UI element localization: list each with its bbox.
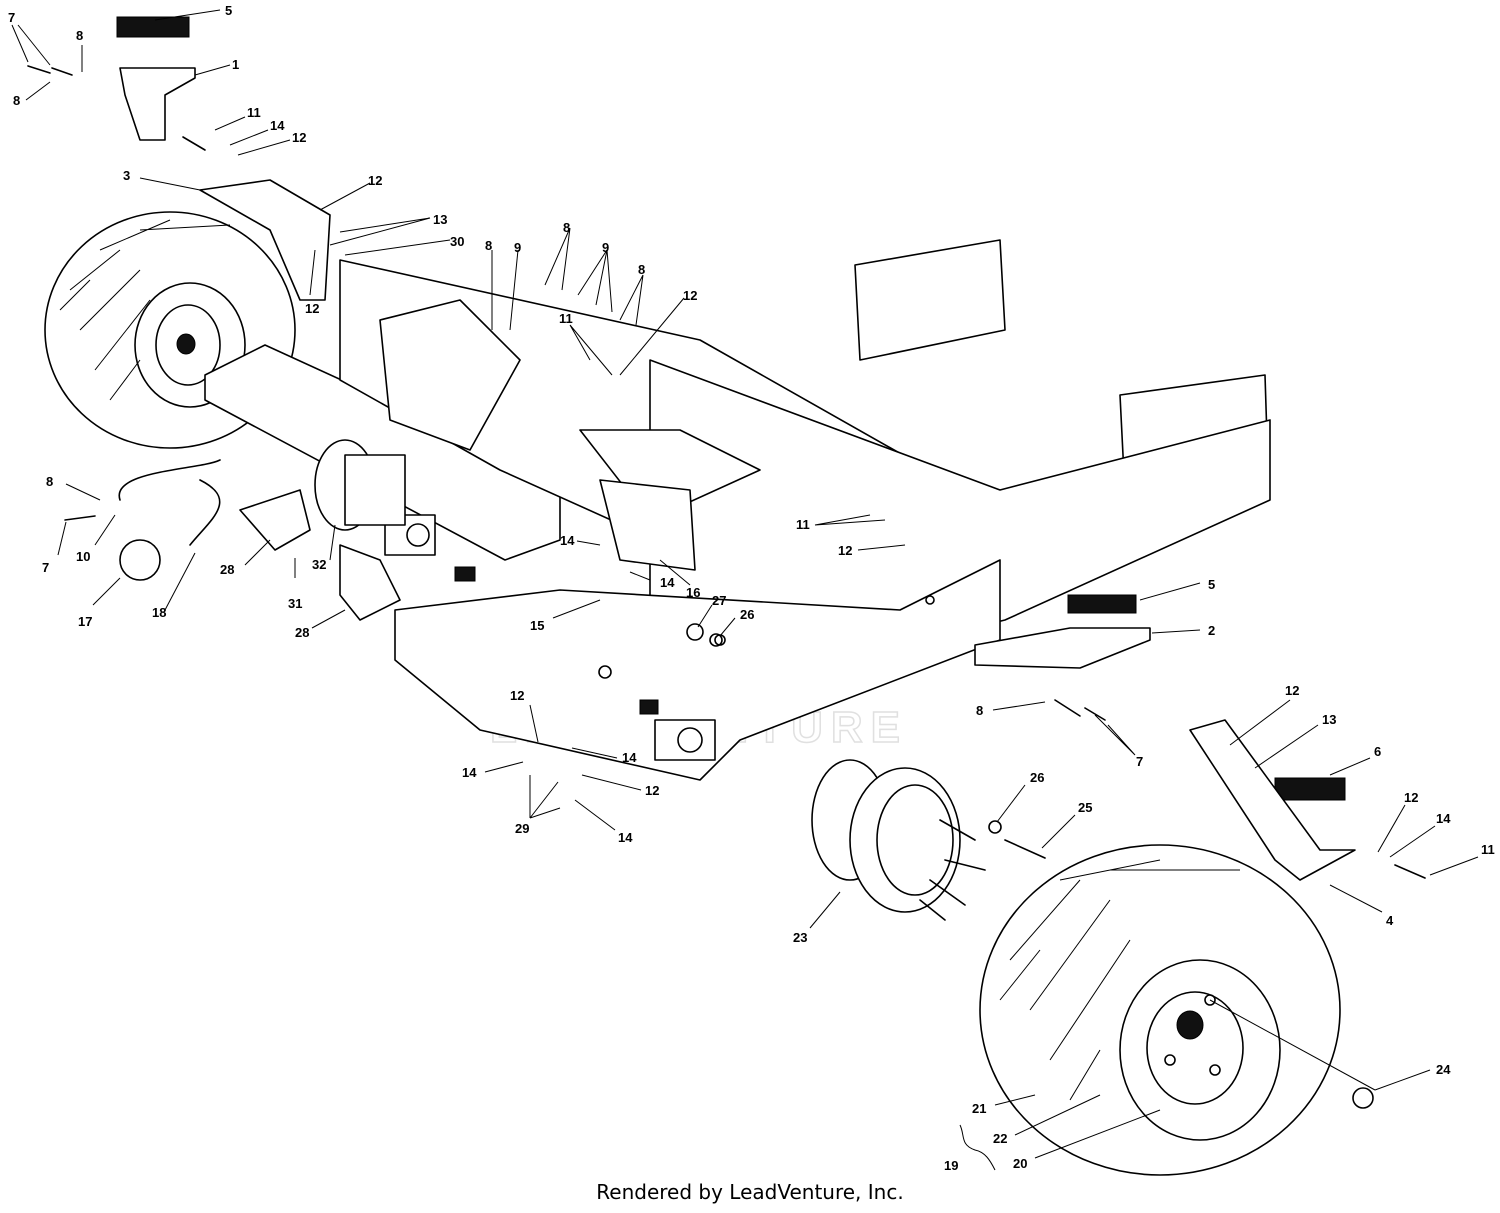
callout-label: 14	[462, 765, 477, 780]
callout-label: 12	[1404, 790, 1418, 805]
callout-label: 16	[686, 585, 700, 600]
callout-label: 20	[1013, 1156, 1027, 1171]
callout-label: 10	[76, 549, 90, 564]
callout-label: 11	[247, 105, 261, 120]
headlight-assembly	[118, 459, 401, 621]
callout-label: 2	[1208, 623, 1215, 638]
callout-label: 27	[712, 593, 726, 608]
callout-label: 11	[796, 517, 810, 532]
callout-label: 18	[152, 605, 166, 620]
foot-rest-left	[116, 16, 196, 141]
callout-label: 11	[1481, 842, 1495, 857]
callout-label: 23	[793, 930, 807, 945]
callout-label: 8	[563, 220, 570, 235]
callout-label: 9	[602, 240, 609, 255]
callout-label: 8	[485, 238, 492, 253]
callout-label: 14	[622, 750, 637, 765]
callout-label: 8	[976, 703, 983, 718]
callout-label: 26	[740, 607, 754, 622]
callout-label: 3	[123, 168, 130, 183]
callout-label: 28	[220, 562, 234, 577]
callout-label: 25	[1078, 800, 1092, 815]
callout-label: 12	[305, 301, 319, 316]
callout-label: 11	[559, 311, 573, 326]
callout-label: 9	[514, 240, 521, 255]
callout-label: 12	[838, 543, 852, 558]
callout-label: 12	[683, 288, 697, 303]
callout-label: 22	[993, 1131, 1007, 1146]
callout-label: 8	[76, 28, 83, 43]
footer-credit: Rendered by LeadVenture, Inc.	[596, 1180, 904, 1204]
callout-label: 26	[1030, 770, 1044, 785]
callout-label: 5	[225, 3, 232, 18]
callout-label: 13	[433, 212, 447, 227]
callout-label: 14	[1436, 811, 1451, 826]
callout-label: 12	[645, 783, 659, 798]
callout-label: 13	[1322, 712, 1336, 727]
callout-label: 12	[368, 173, 382, 188]
callout-labels: 7 8 8 5 1 11 14 12 3 12 13 30 12 8 9 8 9…	[8, 3, 1495, 1173]
callout-label: 14	[618, 830, 633, 845]
foot-rest-right	[974, 594, 1151, 669]
hardware-bolts	[27, 65, 1426, 1109]
callout-label: 6	[1374, 744, 1381, 759]
callout-label: 17	[78, 614, 92, 629]
leader-lines	[11, 9, 1479, 1171]
chassis-frame	[204, 239, 1271, 781]
callout-label: 8	[46, 474, 53, 489]
callout-label: 7	[42, 560, 49, 575]
callout-label: 7	[1136, 754, 1143, 769]
callout-label: 12	[292, 130, 306, 145]
callout-label: 30	[450, 234, 464, 249]
right-front-tire	[979, 844, 1341, 1176]
callout-label: 14	[660, 575, 675, 590]
callout-label: 8	[13, 93, 20, 108]
callout-label: 14	[270, 118, 285, 133]
callout-label: 4	[1386, 913, 1394, 928]
callout-label: 7	[8, 10, 15, 25]
callout-label: 5	[1208, 577, 1215, 592]
callout-label: 32	[312, 557, 326, 572]
bracket	[199, 179, 331, 301]
callout-label: 15	[530, 618, 544, 633]
callout-label: 12	[510, 688, 524, 703]
callout-label: 29	[515, 821, 529, 836]
wheel-hub	[811, 759, 986, 921]
callout-label: 8	[638, 262, 645, 277]
foot-rest-front	[1189, 719, 1356, 881]
callout-label: 31	[288, 596, 302, 611]
callout-label: 14	[560, 533, 575, 548]
callout-label: 12	[1285, 683, 1299, 698]
callout-label: 21	[972, 1101, 986, 1116]
callout-label: 19	[944, 1158, 958, 1173]
callout-label: 28	[295, 625, 309, 640]
callout-label: 1	[232, 57, 239, 72]
callout-label: 24	[1436, 1062, 1451, 1077]
